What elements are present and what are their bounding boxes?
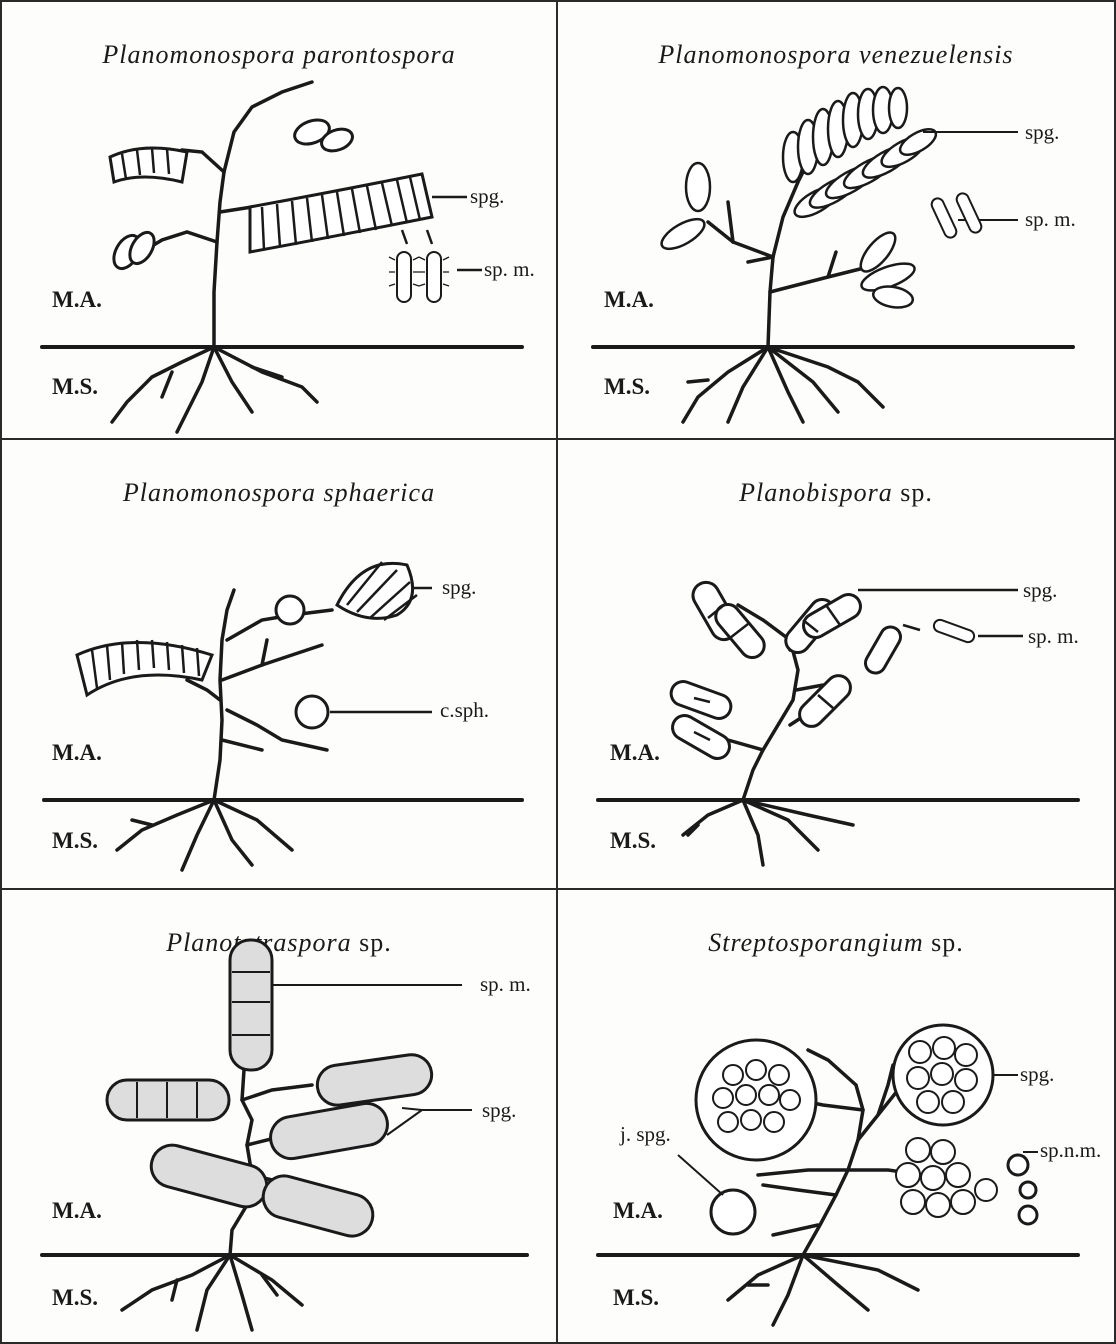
label-ms: M.S. <box>52 828 98 854</box>
organism-illustration <box>2 440 558 890</box>
label-ms: M.S. <box>610 828 656 854</box>
label-c-sph: c.sph. <box>440 698 489 723</box>
organism-illustration <box>558 890 1116 1344</box>
label-ma: M.A. <box>613 1198 663 1224</box>
panel-planotetraspora-sp: Planotetraspora sp. <box>0 888 558 1344</box>
label-spg: spg. <box>1020 1062 1054 1087</box>
label-ms: M.S. <box>52 374 98 400</box>
panel-planobispora-sp: Planobispora sp. <box>556 438 1116 890</box>
label-sp-m: sp. m. <box>1028 624 1079 649</box>
label-ma: M.A. <box>610 740 660 766</box>
label-ms: M.S. <box>613 1285 659 1311</box>
label-spg: spg. <box>482 1098 516 1123</box>
panel-streptosporangium-sp: Streptosporangium sp. <box>556 888 1116 1344</box>
organism-illustration <box>2 890 558 1344</box>
label-sp-m: sp. m. <box>1025 207 1076 232</box>
label-sp-m: sp. m. <box>480 972 531 997</box>
organism-illustration <box>558 440 1116 890</box>
label-ma: M.A. <box>52 1198 102 1224</box>
label-ma: M.A. <box>52 740 102 766</box>
label-sp-n-m: sp.n.m. <box>1040 1138 1101 1163</box>
label-ms: M.S. <box>604 374 650 400</box>
label-ma: M.A. <box>52 287 102 313</box>
label-ms: M.S. <box>52 1285 98 1311</box>
label-spg: spg. <box>470 184 504 209</box>
label-j-spg: j. spg. <box>620 1122 671 1147</box>
panel-planomonospora-venezuelensis: Planomonospora venezuelensis <box>556 0 1116 440</box>
label-spg: spg. <box>442 575 476 600</box>
label-ma: M.A. <box>604 287 654 313</box>
label-spg: spg. <box>1023 578 1057 603</box>
panel-planomonospora-sphaerica: Planomonospora sphaerica <box>0 438 558 890</box>
label-spg: spg. <box>1025 120 1059 145</box>
label-sp-m: sp. m. <box>484 257 535 282</box>
panel-planomonospora-parontospora: Planomonospora parontospora <box>0 0 558 440</box>
